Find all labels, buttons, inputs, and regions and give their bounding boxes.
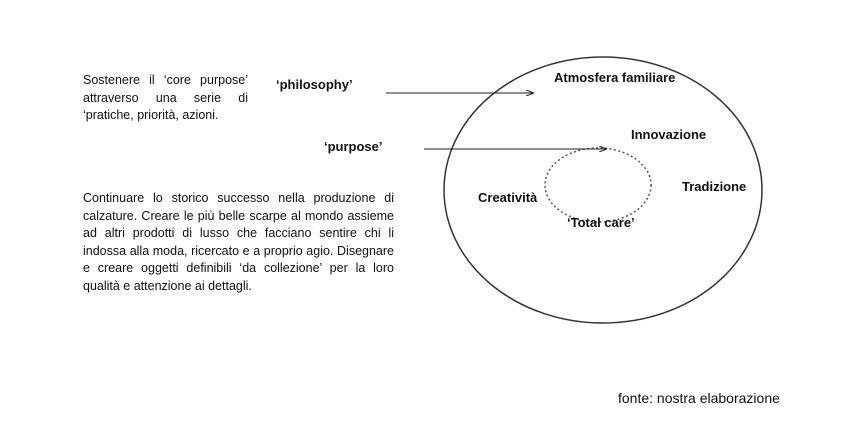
inner-circle-purpose (544, 147, 652, 223)
value-total-care: ‘Total care’ (567, 215, 635, 230)
purpose-label: ‘purpose’ (324, 139, 383, 154)
value-innovazione: Innovazione (631, 127, 707, 142)
philosophy-label: ‘philosophy’ (276, 77, 353, 92)
value-tradizione: Tradizione (682, 179, 747, 194)
core-purpose-paragraph: Sostenere il ‘core purpose’ attraverso u… (83, 73, 248, 122)
history-paragraph: Continuare lo storico successo nella pro… (83, 191, 394, 293)
outer-circle-philosophy (443, 56, 763, 324)
value-atmosfera-familiare: Atmosfera familiare (554, 70, 676, 85)
value-creativita: Creatività (478, 190, 538, 205)
source-note: fonte: nostra elaborazione (618, 390, 780, 406)
